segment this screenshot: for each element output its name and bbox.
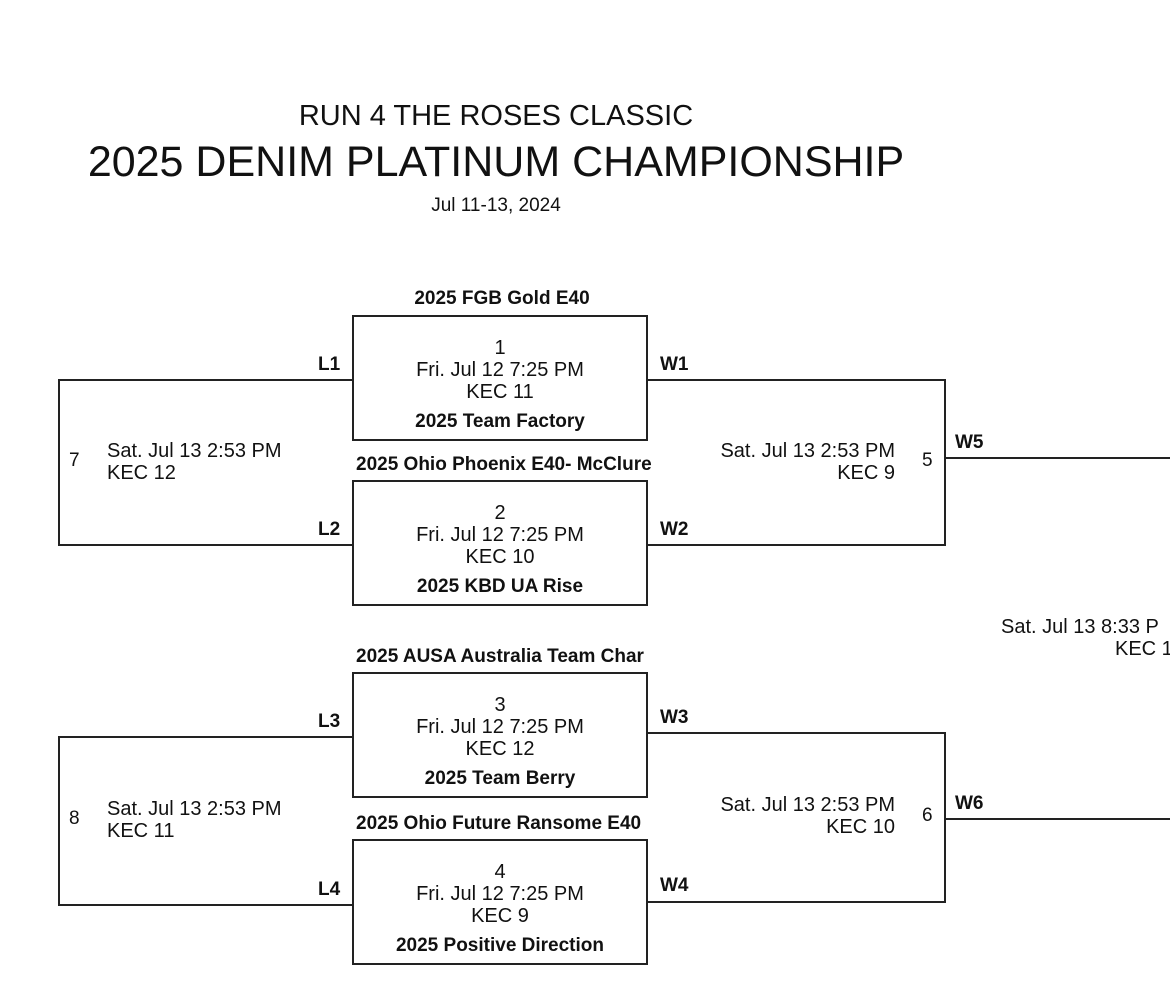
match-number: 4 xyxy=(494,861,506,883)
match-time: Fri. Jul 12 7:25 PM xyxy=(416,359,584,381)
winner-tag: W5 xyxy=(955,432,984,453)
final-info[interactable]: Sat. Jul 13 8:33 P KEC 1 xyxy=(1001,616,1170,660)
game-court: KEC 9 xyxy=(837,462,895,484)
match-box[interactable]: 1 Fri. Jul 12 7:25 PM KEC 11 2025 Team F… xyxy=(352,315,648,441)
bracket-line xyxy=(944,457,1170,459)
bracket-line xyxy=(58,379,352,381)
game-number: 5 xyxy=(922,450,933,471)
game-info[interactable]: Sat. Jul 13 2:53 PM KEC 9 xyxy=(690,440,895,484)
bracket-line xyxy=(944,732,946,903)
match-time: Fri. Jul 12 7:25 PM xyxy=(416,524,584,546)
bracket-line xyxy=(944,379,946,546)
match-info: 1 Fri. Jul 12 7:25 PM KEC 11 xyxy=(354,337,646,403)
match-box[interactable]: 3 Fri. Jul 12 7:25 PM KEC 12 2025 Team B… xyxy=(352,672,648,798)
team-name: 2025 AUSA Australia Team Char xyxy=(356,646,644,667)
event-title: 2025 DENIM PLATINUM CHAMPIONSHIP xyxy=(87,138,905,186)
match-court: KEC 11 xyxy=(466,381,534,403)
team-name: 2025 KBD UA Rise xyxy=(416,576,584,597)
bracket-line xyxy=(648,732,946,734)
match-court: KEC 9 xyxy=(471,905,529,927)
winner-tag: W4 xyxy=(660,875,689,896)
match-info: 3 Fri. Jul 12 7:25 PM KEC 12 xyxy=(354,694,646,760)
team-name: 2025 Positive Direction xyxy=(395,935,605,956)
event-dates: Jul 11-13, 2024 xyxy=(431,195,561,216)
bracket-line xyxy=(58,736,60,906)
team-name: 2025 Ohio Future Ransome E40 xyxy=(356,813,642,834)
match-time: Fri. Jul 12 7:25 PM xyxy=(416,883,584,905)
game-number: 6 xyxy=(922,805,933,826)
game-time: Sat. Jul 13 2:53 PM xyxy=(107,440,282,462)
bracket-line xyxy=(648,379,946,381)
loser-tag: L1 xyxy=(318,354,341,375)
game-time: Sat. Jul 13 2:53 PM xyxy=(107,798,282,820)
match-info: 2 Fri. Jul 12 7:25 PM KEC 10 xyxy=(354,502,646,568)
game-info[interactable]: Sat. Jul 13 2:53 PM KEC 10 xyxy=(690,794,895,838)
game-info[interactable]: Sat. Jul 13 2:53 PM KEC 11 xyxy=(107,798,282,842)
bracket-line xyxy=(58,736,352,738)
team-name: 2025 Ohio Phoenix E40- McClure xyxy=(356,454,652,475)
team-name: 2025 Team Factory xyxy=(415,411,585,432)
match-number: 1 xyxy=(494,337,506,359)
match-court: KEC 12 xyxy=(465,738,535,760)
game-court: KEC 11 xyxy=(107,820,175,842)
match-number: 3 xyxy=(494,694,506,716)
winner-tag: W6 xyxy=(955,793,984,814)
bracket-line xyxy=(58,379,60,546)
loser-tag: L2 xyxy=(318,519,341,540)
final-court: KEC 1 xyxy=(1115,638,1170,660)
bracket-line xyxy=(648,544,946,546)
game-info[interactable]: Sat. Jul 13 2:53 PM KEC 12 xyxy=(107,440,282,484)
winner-tag: W2 xyxy=(660,519,689,540)
loser-tag: L3 xyxy=(318,711,341,732)
match-number: 2 xyxy=(494,502,506,524)
game-time: Sat. Jul 13 2:53 PM xyxy=(720,794,895,816)
game-court: KEC 12 xyxy=(107,462,176,484)
match-court: KEC 10 xyxy=(465,546,535,568)
game-time: Sat. Jul 13 2:53 PM xyxy=(720,440,895,462)
bracket-line xyxy=(944,818,1170,820)
match-info: 4 Fri. Jul 12 7:25 PM KEC 9 xyxy=(354,861,646,927)
winner-tag: W1 xyxy=(660,354,689,375)
match-box[interactable]: 4 Fri. Jul 12 7:25 PM KEC 9 2025 Positiv… xyxy=(352,839,648,965)
bracket-line xyxy=(58,544,352,546)
game-court: KEC 10 xyxy=(826,816,895,838)
winner-tag: W3 xyxy=(660,707,689,728)
team-name: 2025 Team Berry xyxy=(424,768,576,789)
match-box[interactable]: 2 Fri. Jul 12 7:25 PM KEC 10 2025 KBD UA… xyxy=(352,480,648,606)
game-number: 7 xyxy=(69,450,80,471)
event-subtitle: RUN 4 THE ROSES CLASSIC xyxy=(298,100,694,132)
bracket-line xyxy=(58,904,352,906)
match-time: Fri. Jul 12 7:25 PM xyxy=(416,716,584,738)
final-time: Sat. Jul 13 8:33 P xyxy=(1001,616,1159,638)
loser-tag: L4 xyxy=(318,879,341,900)
team-name: 2025 FGB Gold E40 xyxy=(414,288,590,309)
bracket-line xyxy=(648,901,946,903)
game-number: 8 xyxy=(69,808,80,829)
